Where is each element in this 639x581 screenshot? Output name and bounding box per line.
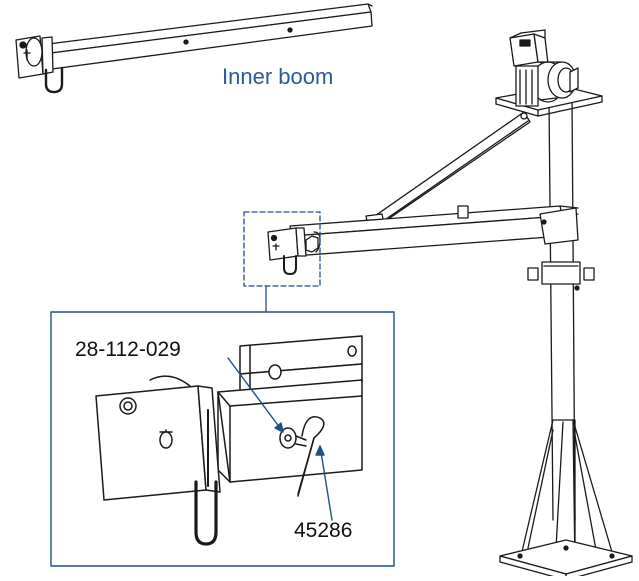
detail-view-drawing (95, 335, 363, 546)
callout-arrows (227, 357, 333, 521)
inner-boom-label: Inner boom (222, 64, 334, 89)
crane-mast (495, 85, 633, 581)
inner-boom-drawing (15, 3, 373, 94)
part-number-label-pin: 28-112-029 (75, 338, 181, 361)
part-number-label-clip: 45286 (294, 519, 353, 542)
outer-boom (267, 205, 579, 275)
detail-marker-box (243, 211, 321, 287)
diagonal-brace (365, 111, 531, 227)
winch-assembly (509, 29, 579, 107)
